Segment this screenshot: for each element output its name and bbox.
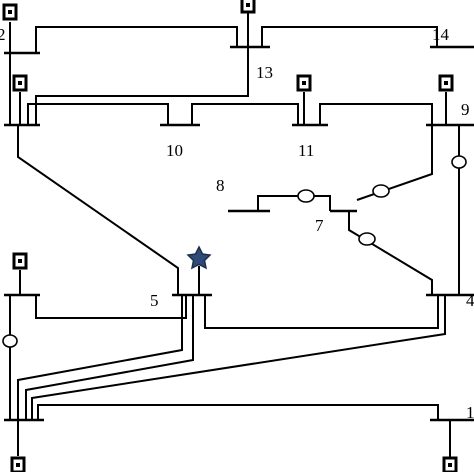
bus-9-label: 9	[461, 100, 470, 119]
generator-bus-13-dot	[246, 3, 250, 7]
branch-1-5-a	[17, 295, 183, 420]
generator-bus-2b-dot	[18, 81, 22, 85]
star-icon	[186, 245, 212, 270]
bus-5-label: 5	[150, 291, 159, 310]
bus-4-label: 4	[466, 291, 474, 310]
bus-1-label: 1	[466, 403, 474, 422]
branch-1-5-b	[25, 295, 194, 420]
bus-14-label: 14	[432, 25, 450, 44]
branch-2b-10	[27, 103, 169, 125]
branches	[9, 26, 460, 472]
branch-1-r1	[37, 404, 439, 420]
branch-10-11	[191, 103, 299, 125]
bus-labels: 2 13 14 10 11 9 8 7 5 4 1	[0, 25, 474, 422]
transformers	[2, 155, 467, 348]
generator-bus-left-dot	[18, 259, 22, 263]
transformer-9-4-icon	[451, 155, 467, 169]
branch-13-14	[261, 26, 438, 47]
bus-11-label: 11	[298, 141, 314, 160]
branch-8-7	[257, 195, 331, 211]
transformer-7-4-icon	[358, 232, 376, 246]
bus-bars	[4, 45, 474, 422]
generator-bus-9-dot	[444, 81, 448, 85]
branch-1-4	[31, 295, 446, 420]
branch-2b-5	[17, 125, 179, 295]
generator-bus-2-dot	[8, 10, 12, 14]
branch-left-5	[35, 295, 187, 319]
bus-8-label: 8	[216, 176, 225, 195]
generators	[2, 0, 458, 472]
transformer-9-7-icon	[372, 184, 390, 198]
bus-13-label: 13	[256, 63, 273, 82]
branch-5-4	[204, 295, 439, 329]
transformer-8-7-icon	[297, 189, 315, 203]
bus-7-label: 7	[315, 216, 324, 235]
bus-10-label: 10	[166, 141, 183, 160]
bus-2-label: 2	[0, 25, 6, 44]
generator-bus-1-dot	[16, 463, 20, 467]
generator-bus-11-dot	[302, 81, 306, 85]
branch-9-7	[356, 125, 433, 201]
generator-bus-r1-dot	[448, 463, 452, 467]
branch-2-13	[35, 26, 238, 53]
transformer-left-1-icon	[2, 334, 18, 348]
branch-7-4	[348, 211, 433, 295]
branch-11-9	[319, 103, 433, 125]
branch-13-10	[35, 47, 249, 125]
